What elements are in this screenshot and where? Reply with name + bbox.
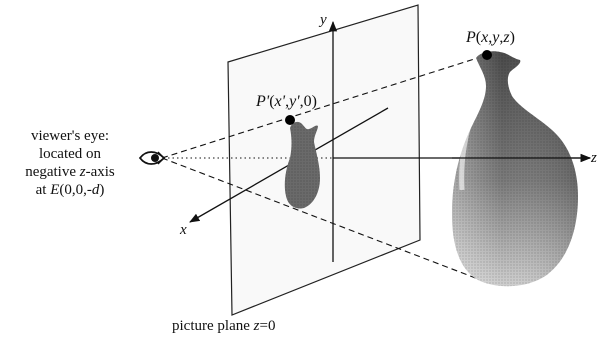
eye-description: viewer's eye: located on negative z-axis… xyxy=(25,128,115,198)
z-axis-label: z xyxy=(590,150,597,166)
point-p-label: P(x,y,z) xyxy=(465,29,515,46)
projection-line-bottom xyxy=(161,157,487,283)
y-axis-label: y xyxy=(318,12,327,28)
object-vase xyxy=(452,51,578,287)
eye-label-line2: located on xyxy=(39,146,102,162)
eye-icon xyxy=(138,151,166,165)
point-p-prime-label: P'(x',y',0) xyxy=(255,93,317,110)
point-p-prime-marker xyxy=(285,115,295,125)
eye-label-line3: negative z-axis xyxy=(25,164,115,180)
picture-plane-caption: picture plane z=0 xyxy=(172,318,275,334)
eye-label-line1: viewer's eye: xyxy=(31,128,109,144)
x-axis-label: x xyxy=(179,222,187,238)
point-p-marker xyxy=(482,50,492,60)
picture-plane xyxy=(227,4,421,316)
projected-vase xyxy=(284,121,320,209)
projection-line-top xyxy=(161,54,488,159)
eye-label-line4: at E(0,0,-d) xyxy=(36,182,105,198)
